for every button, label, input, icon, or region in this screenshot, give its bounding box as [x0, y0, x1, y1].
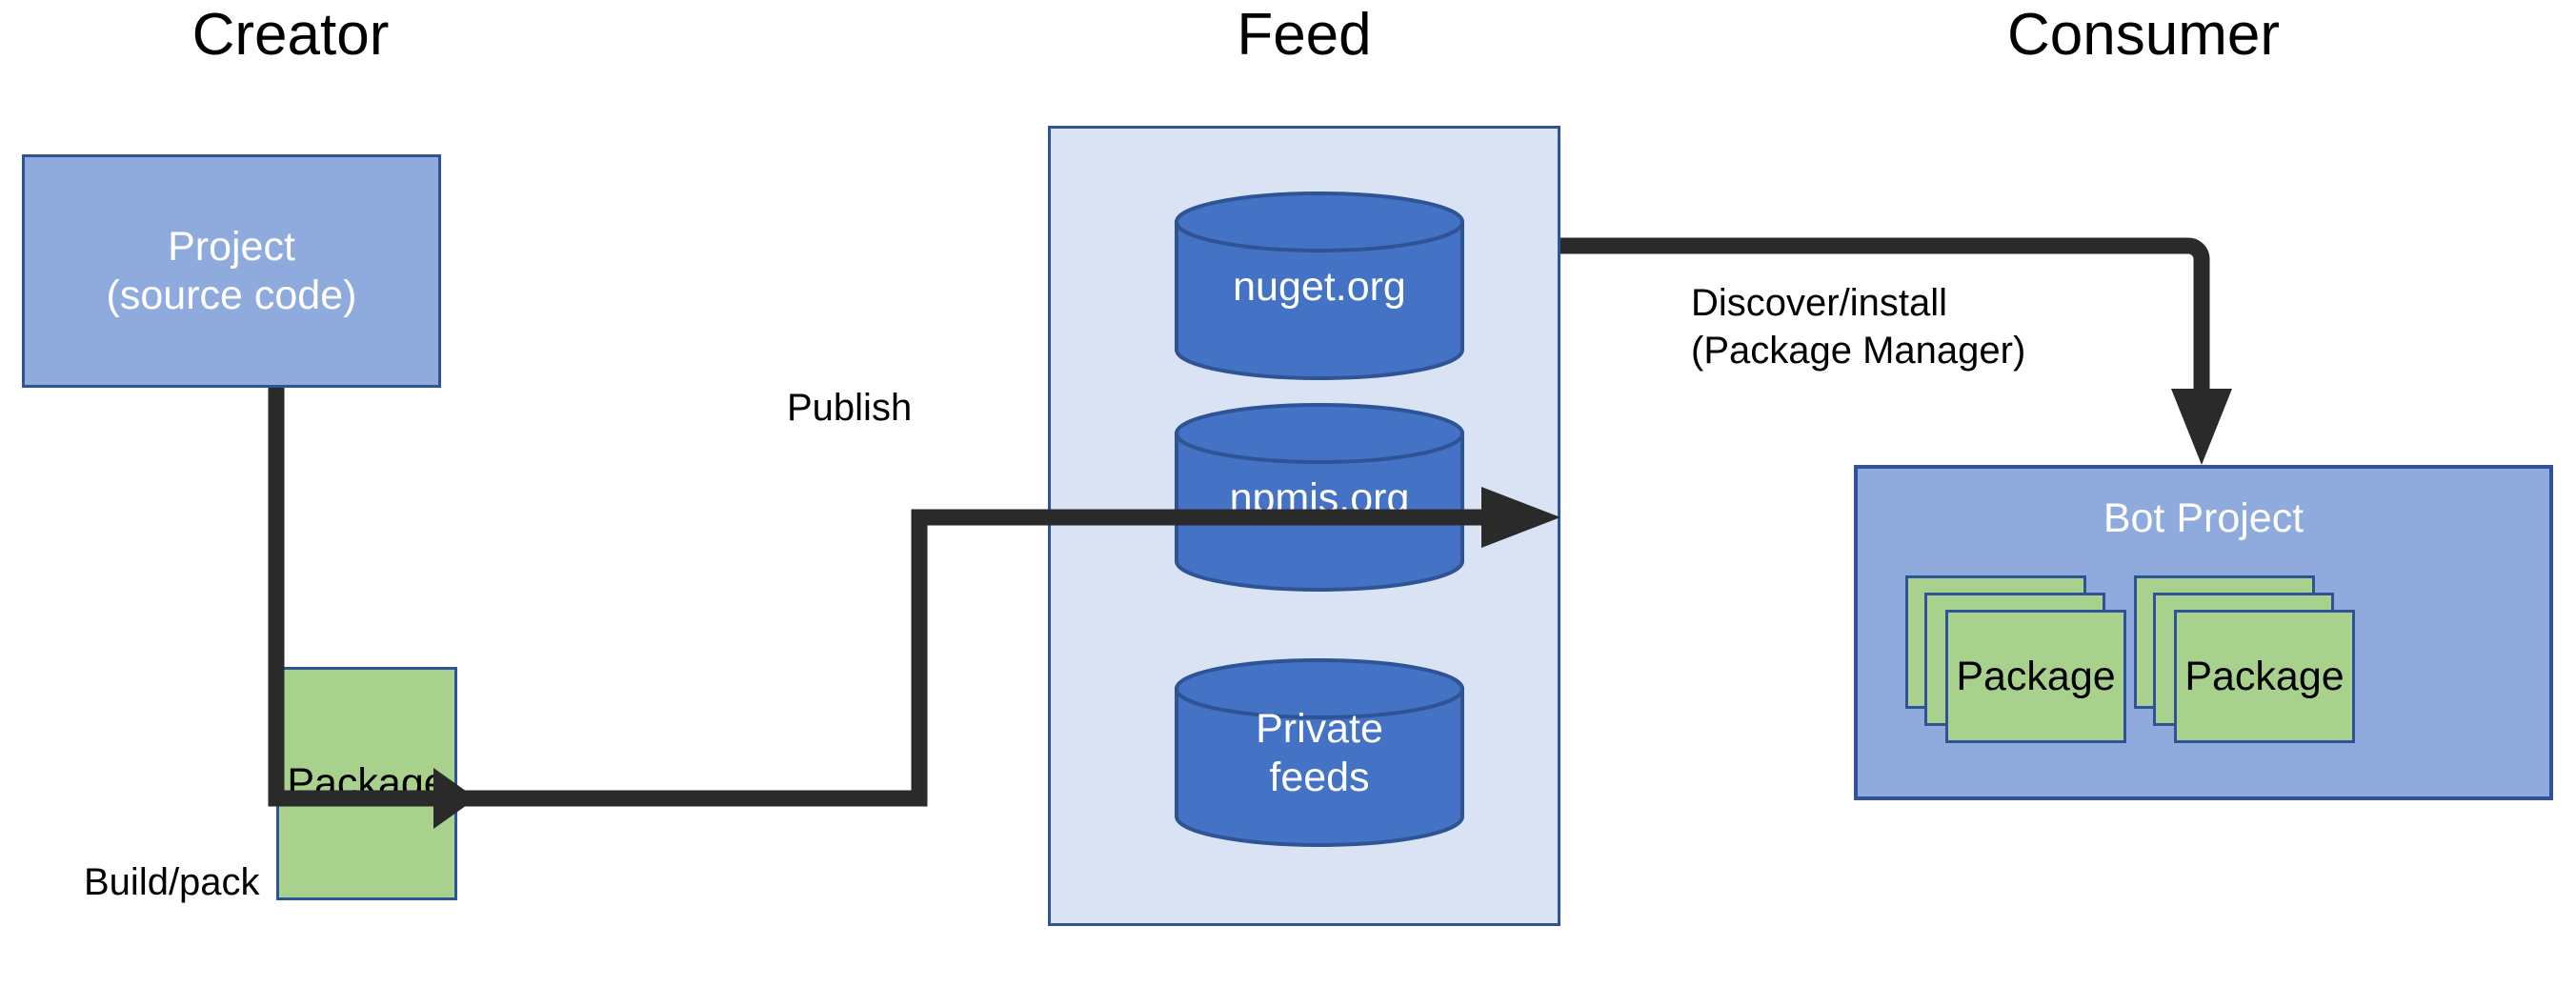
project-line-1: Project — [168, 223, 295, 270]
project-box-text: Project (source code) — [107, 223, 357, 319]
lane-title-feed: Feed — [1237, 2, 1372, 68]
feed-cylinder-nuget[interactable]: nuget.org — [1174, 191, 1465, 381]
feed-cylinder-private[interactable]: Private feeds — [1174, 657, 1465, 848]
lane-title-consumer: Consumer — [2007, 2, 2280, 68]
lane-title-creator: Creator — [191, 2, 390, 68]
package-stack-left[interactable]: Package — [1905, 575, 2143, 747]
package-stack-left-label: Package — [1956, 653, 2116, 699]
cylinder-shape-private — [1175, 658, 1464, 847]
package-card-front[interactable]: Package — [1945, 610, 2126, 743]
discover-install-label: Discover/install (Package Manager) — [1691, 280, 2025, 374]
package-stack-right[interactable]: Package — [2134, 575, 2372, 747]
cylinder-shape-npmjs — [1175, 403, 1464, 592]
package-card-front[interactable]: Package — [2174, 610, 2355, 743]
package-stack-right-label: Package — [2184, 653, 2345, 699]
publish-label: Publish — [787, 387, 913, 429]
build-pack-label: Build/pack — [84, 861, 260, 903]
cylinder-shape-nuget — [1175, 191, 1464, 380]
discover-install-line2: (Package Manager) — [1691, 329, 2026, 372]
project-box[interactable]: Project (source code) — [22, 154, 441, 388]
discover-install-line1: Discover/install — [1691, 282, 1947, 324]
project-line-2: (source code) — [106, 272, 357, 318]
feed-cylinder-npmjs[interactable]: npmjs.org — [1174, 402, 1465, 593]
creator-package-label: Package — [287, 760, 447, 806]
creator-package-box[interactable]: Package — [276, 667, 457, 900]
bot-project-title: Bot Project — [2103, 495, 2304, 541]
